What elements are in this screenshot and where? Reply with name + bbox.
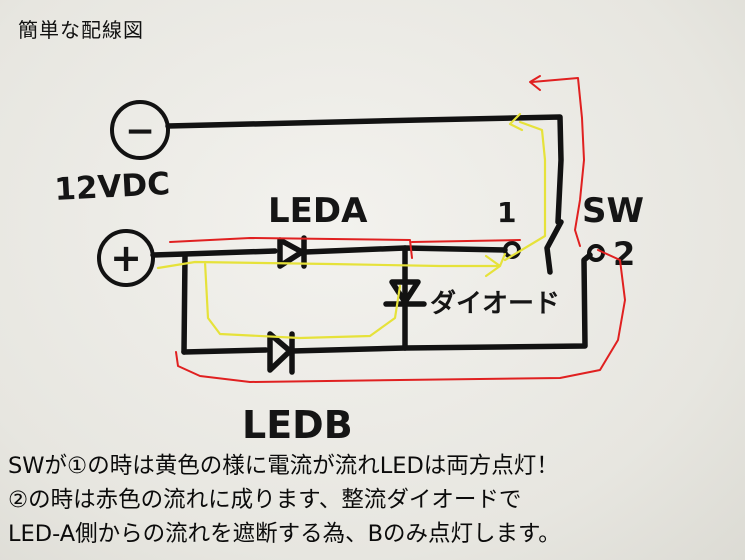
led-b-wire-right [289, 252, 593, 354]
yellow-arrow [484, 254, 502, 278]
plus-terminal-label: + [110, 236, 142, 280]
red-arrow-top [529, 75, 541, 91]
caption-line-3: LED-A側からの流れを遮断する為、Bのみ点灯します。 [8, 521, 561, 547]
yellow-arrow-top [508, 112, 524, 132]
led-b-wire-left [181, 347, 269, 355]
yellow-current-path [156, 120, 547, 340]
switch-lever [544, 219, 564, 275]
diode-label: ダイオード [430, 288, 560, 319]
circuit-sketch: − + 12VDC SW 1 2 LEDA ダイオード LEDB [54, 75, 644, 447]
explanation-text: SWが①の時は黄色の様に電流が流れLEDは両方点灯！ ②の時は赤色の流れに成りま… [8, 449, 743, 551]
page-title: 簡単な配線図 [18, 18, 144, 42]
caption-line-1: SWが①の時は黄色の様に電流が流れLEDは両方点灯！ [8, 453, 559, 479]
caption-line-2: ②の時は赤色の流れに成ります、整流ダイオードで [8, 487, 522, 513]
plus-terminal [97, 229, 155, 287]
led-b-label: LEDB [242, 403, 353, 447]
minus-terminal-label: − [125, 111, 155, 152]
positive-wire [150, 248, 278, 258]
led-a-label: LEDA [268, 191, 368, 231]
led-b-symbol [267, 331, 295, 375]
voltage-label: 12VDC [54, 166, 171, 208]
minus-terminal [110, 100, 170, 160]
terminal-1-label: 1 [497, 196, 516, 229]
led-a-symbol [277, 235, 307, 269]
terminal-2-label: 2 [613, 235, 635, 273]
switch-label: SW [582, 191, 644, 231]
red-current-path [169, 77, 626, 383]
left-vertical-wire [181, 253, 188, 355]
negative-wire [165, 114, 564, 225]
